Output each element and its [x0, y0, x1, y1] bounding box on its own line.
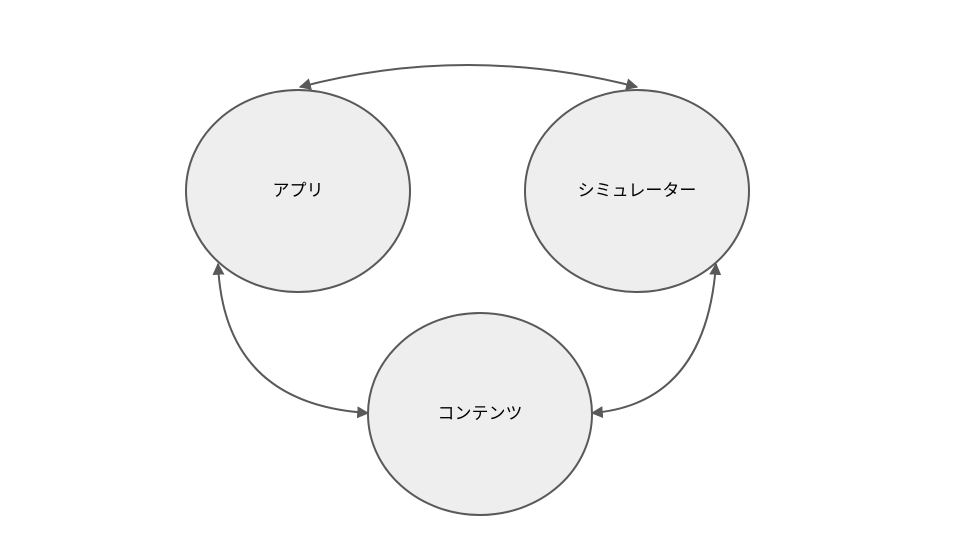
connector-simulator-content	[590, 262, 722, 419]
node-simulator-label: シミュレーター	[578, 181, 697, 201]
node-simulator-ellipse	[524, 89, 750, 293]
node-content-label: コンテンツ	[438, 404, 523, 424]
node-app-label: アプリ	[273, 181, 324, 201]
node-content-ellipse	[367, 312, 593, 516]
node-content: コンテンツ	[367, 312, 593, 516]
connector-app-content	[212, 262, 370, 419]
connector-app-simulator	[298, 64, 639, 91]
node-app-ellipse	[185, 89, 411, 293]
node-app: アプリ	[185, 89, 411, 293]
node-simulator: シミュレーター	[524, 89, 750, 293]
